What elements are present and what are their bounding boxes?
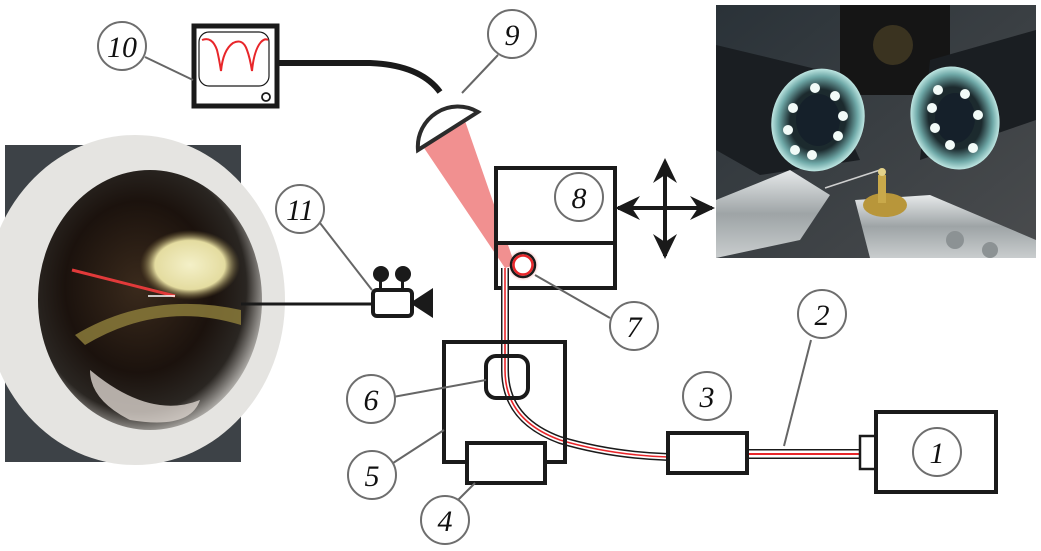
callout-5: 5 xyxy=(347,450,397,500)
oscilloscope-knob xyxy=(261,92,271,102)
callout-9: 9 xyxy=(487,9,537,59)
svg-text:6: 6 xyxy=(364,384,379,417)
laser-source xyxy=(858,410,998,494)
four-way-arrow-icon xyxy=(615,158,715,259)
detector-cable xyxy=(277,60,443,94)
svg-text:11: 11 xyxy=(286,194,314,227)
svg-text:5: 5 xyxy=(365,460,380,493)
taper-heater xyxy=(465,441,547,485)
photodetector xyxy=(415,104,482,154)
resonance-trace xyxy=(201,38,269,72)
callout-3: 3 xyxy=(682,371,732,421)
oscilloscope xyxy=(191,23,280,109)
svg-text:1: 1 xyxy=(930,437,945,470)
leader-lines xyxy=(144,54,812,506)
svg-text:8: 8 xyxy=(572,182,587,215)
fiber-taper xyxy=(484,354,530,400)
callout-1: 1 xyxy=(912,427,962,477)
callout-2: 2 xyxy=(797,289,847,339)
setup-photo xyxy=(716,5,1036,258)
callout-10: 10 xyxy=(97,21,147,71)
svg-text:7: 7 xyxy=(627,311,644,344)
microresonator xyxy=(507,249,539,281)
svg-text:2: 2 xyxy=(815,299,830,332)
svg-text:4: 4 xyxy=(438,505,453,538)
scattered-light-beam xyxy=(420,118,515,268)
svg-text:9: 9 xyxy=(505,19,520,52)
svg-text:10: 10 xyxy=(107,31,137,64)
callout-11: 11 xyxy=(275,184,325,234)
callout-4: 4 xyxy=(420,495,470,545)
callout-8: 8 xyxy=(554,172,604,222)
callout-6: 6 xyxy=(346,374,396,424)
microscope-photo xyxy=(0,135,285,465)
video-camera-icon xyxy=(241,266,433,318)
fiber-component xyxy=(666,431,749,475)
callout-7: 7 xyxy=(609,301,659,351)
svg-text:3: 3 xyxy=(699,381,715,414)
optical-fiber-path xyxy=(501,268,862,461)
